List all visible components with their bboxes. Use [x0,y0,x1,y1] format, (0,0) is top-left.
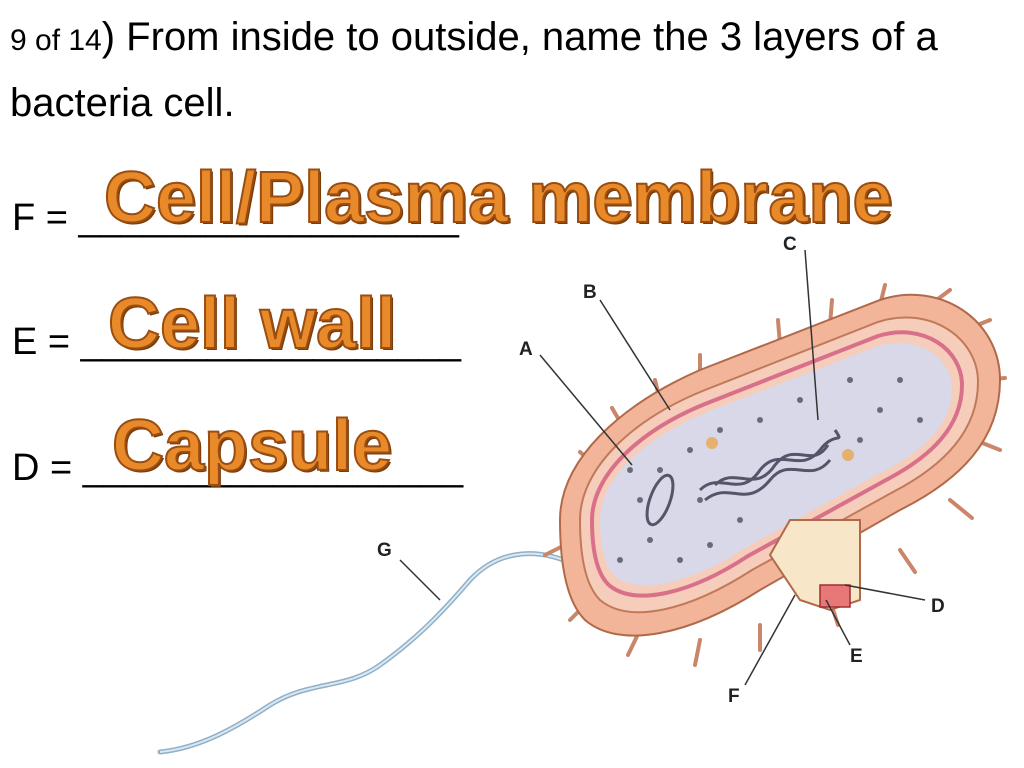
diagram-label-d: D [931,596,945,617]
blank-line-d: __________________ [82,447,464,489]
blank-row-d: D = __________________ [12,446,463,490]
diagram-label-b: B [583,282,597,303]
blank-prefix-f: F = [12,197,79,239]
inclusion-granule [706,437,718,449]
diagram-label-a: A [519,339,533,360]
flagellum [157,551,578,755]
blank-row-e: E = __________________ [12,320,461,364]
inclusion-granule [842,449,854,461]
plasmid [645,473,675,527]
diagram-label-c: C [783,234,797,255]
diagram-label-f: F [728,686,740,707]
answer-f: Cell/Plasma membrane [103,157,893,239]
plasma-membrane-layer [589,330,965,598]
question-body: ) From inside to outside, name the 3 lay… [10,15,938,125]
slide-counter: 9 of 14 [10,24,102,57]
nucleoid [698,429,841,502]
diagram-label-e: E [850,646,863,667]
blank-prefix-e: E = [12,321,81,363]
answer-e: Cell wall [107,283,397,365]
blank-prefix-d: D = [12,447,83,489]
blank-line-e: __________________ [80,321,462,363]
leader-lines [399,249,926,686]
diagram-label-g: G [377,540,392,561]
question-text: 9 of 14) From inside to outside, name th… [10,6,1010,134]
answer-d: Capsule [111,405,393,487]
ribosomes [617,377,923,563]
blank-line-f: __________________ [78,197,459,239]
blank-row-f: F = __________________ [12,196,459,240]
